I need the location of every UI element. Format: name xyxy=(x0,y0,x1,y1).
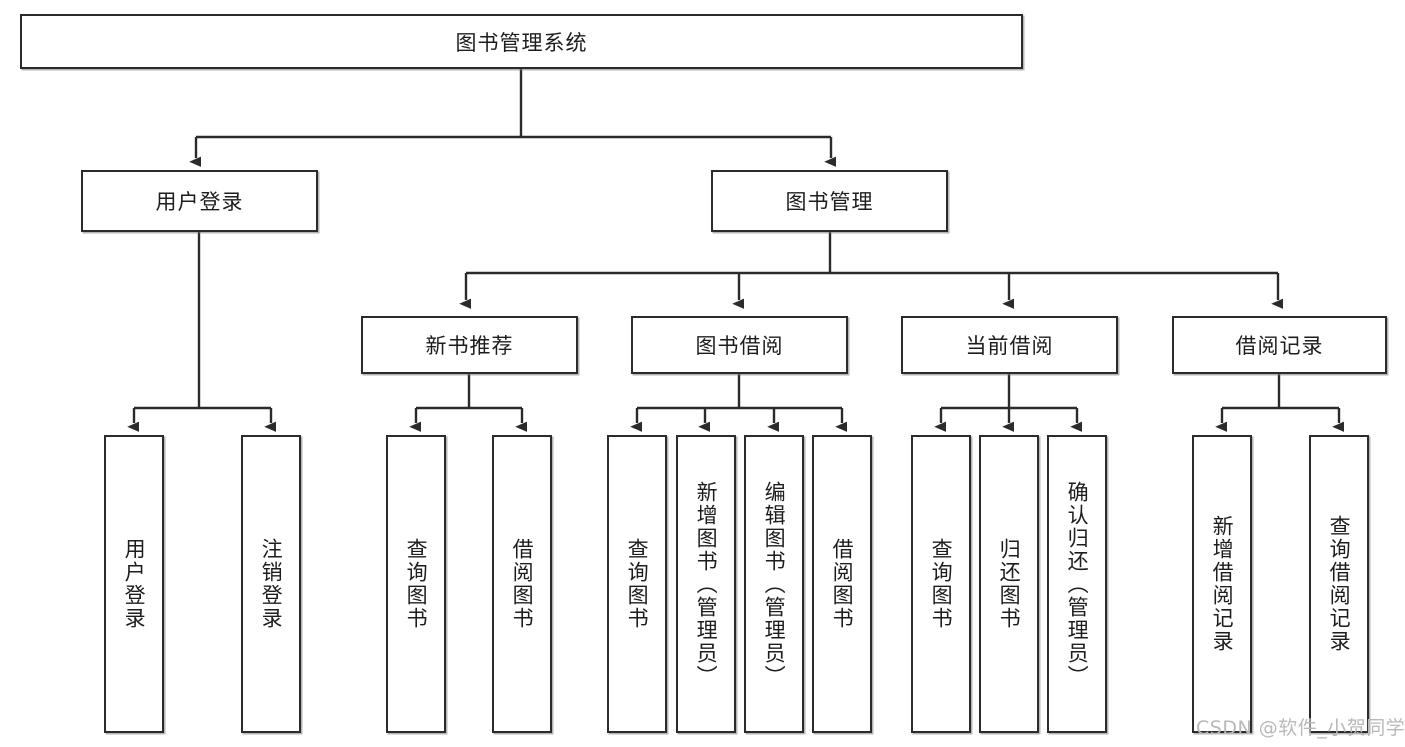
leaf-record-add-label: 新增借阅记录 xyxy=(1210,515,1235,653)
leaf-current-return-label: 归还图书 xyxy=(997,538,1022,630)
leaf-borrow-edit-book-label: 编辑图书（管理员） xyxy=(762,480,787,688)
leaf-borrow-search-label: 查询图书 xyxy=(625,538,650,630)
leaf-record-add[interactable]: 新增借阅记录 xyxy=(1192,435,1252,733)
leaf-current-confirm-return-label: 确认归还（管理员） xyxy=(1065,480,1090,688)
node-book-borrow-label: 图书借阅 xyxy=(695,334,784,358)
node-borrow-record[interactable]: 借阅记录 xyxy=(1172,316,1387,374)
leaf-user-login[interactable]: 用户登录 xyxy=(104,435,164,733)
leaf-user-login-label: 用户登录 xyxy=(122,538,147,630)
leaf-borrow-add-book-label: 新增图书（管理员） xyxy=(694,480,719,688)
node-current-borrow[interactable]: 当前借阅 xyxy=(901,316,1118,374)
leaf-new-book-borrow-label: 借阅图书 xyxy=(510,538,535,630)
leaf-current-search-label: 查询图书 xyxy=(929,538,954,630)
node-root[interactable]: 图书管理系统 xyxy=(20,14,1023,69)
node-borrow-record-label: 借阅记录 xyxy=(1235,334,1324,358)
leaf-borrow-borrow-book-label: 借阅图书 xyxy=(830,538,855,630)
node-book-management[interactable]: 图书管理 xyxy=(711,170,948,232)
leaf-borrow-search[interactable]: 查询图书 xyxy=(607,435,667,733)
leaf-logout-label: 注销登录 xyxy=(259,538,284,630)
leaf-new-book-search[interactable]: 查询图书 xyxy=(386,435,446,733)
leaf-current-confirm-return[interactable]: 确认归还（管理员） xyxy=(1047,435,1107,733)
leaf-record-search-label: 查询借阅记录 xyxy=(1327,515,1352,653)
leaf-borrow-edit-book[interactable]: 编辑图书（管理员） xyxy=(744,435,804,733)
node-root-label: 图书管理系统 xyxy=(455,30,588,55)
node-new-book-recommend[interactable]: 新书推荐 xyxy=(361,316,578,374)
node-user-login[interactable]: 用户登录 xyxy=(81,170,318,232)
leaf-current-return[interactable]: 归还图书 xyxy=(979,435,1039,733)
leaf-borrow-borrow-book[interactable]: 借阅图书 xyxy=(812,435,872,733)
node-current-borrow-label: 当前借阅 xyxy=(965,334,1054,358)
leaf-borrow-add-book[interactable]: 新增图书（管理员） xyxy=(676,435,736,733)
leaf-new-book-search-label: 查询图书 xyxy=(404,538,429,630)
node-book-borrow[interactable]: 图书借阅 xyxy=(631,316,848,374)
node-book-management-label: 图书管理 xyxy=(785,190,874,214)
node-new-book-recommend-label: 新书推荐 xyxy=(425,334,514,358)
leaf-record-search[interactable]: 查询借阅记录 xyxy=(1309,435,1369,733)
watermark: CSDN @软件_小贺同学 xyxy=(1196,717,1405,739)
node-user-login-label: 用户登录 xyxy=(155,190,244,214)
leaf-current-search[interactable]: 查询图书 xyxy=(911,435,971,733)
leaf-new-book-borrow[interactable]: 借阅图书 xyxy=(492,435,552,733)
leaf-logout[interactable]: 注销登录 xyxy=(241,435,301,733)
